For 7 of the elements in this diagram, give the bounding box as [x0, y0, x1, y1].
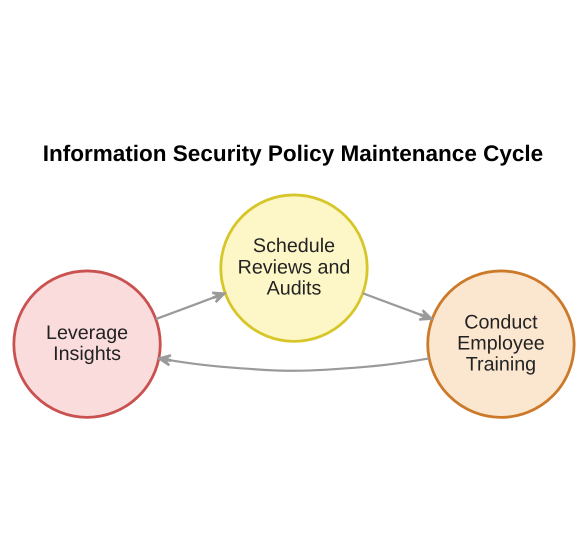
arrow — [155, 291, 226, 320]
arrow — [362, 292, 433, 320]
arrow — [158, 354, 430, 372]
node-circle: Conduct Employee Training — [426, 269, 576, 418]
diagram-title: Information Security Policy Maintenance Cycle — [42, 140, 544, 166]
node-circle: Schedule Reviews and Audits — [219, 193, 369, 342]
node-circle: Leverage Insights — [12, 269, 162, 418]
